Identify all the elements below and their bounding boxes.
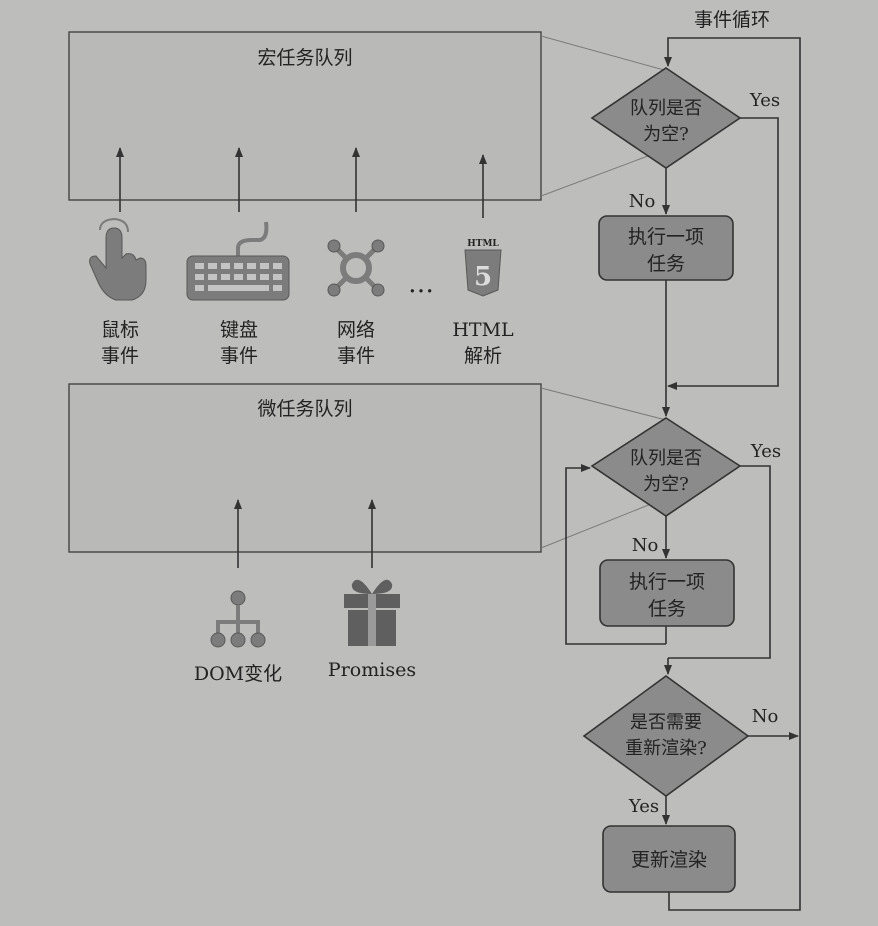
- macro-task-queue: 宏任务队列: [68, 31, 542, 218]
- svg-text:重新渲染?: 重新渲染?: [625, 738, 707, 759]
- decision-micro-queue-empty: 队列是否 为空?: [590, 417, 742, 517]
- process-update-render: 更新渲染: [602, 825, 736, 893]
- label-yes-1: Yes: [749, 90, 780, 111]
- process-run-macro-task: 执行一项 任务: [598, 215, 734, 281]
- svg-text:是否需要: 是否需要: [630, 712, 702, 733]
- html5-icon: HTML 5: [464, 239, 502, 297]
- network-icon: [327, 239, 385, 297]
- micro-queue-label: 微任务队列: [257, 398, 352, 420]
- decision-macro-queue-empty: 队列是否 为空?: [590, 67, 742, 169]
- diagram-title: 事件循环: [694, 9, 770, 31]
- svg-text:为空?: 为空?: [643, 124, 689, 145]
- source-label-html-2: 解析: [464, 345, 502, 367]
- ellipsis: …: [408, 269, 434, 299]
- micro-zoom-line-bottom: [540, 497, 667, 549]
- micro-zoom-line-top: [540, 387, 667, 421]
- label-yes-3: Yes: [628, 796, 659, 817]
- flow-connectors: [565, 37, 801, 911]
- process-run-micro-task: 执行一项 任务: [599, 559, 735, 627]
- macro-queue-label: 宏任务队列: [257, 47, 352, 69]
- macro-zoom-line-top: [540, 35, 665, 71]
- label-yes-2: Yes: [750, 441, 781, 462]
- svg-text:5: 5: [474, 262, 492, 292]
- svg-text:执行一项: 执行一项: [629, 571, 705, 593]
- macro-zoom-line-bottom: [540, 149, 665, 197]
- svg-text:为空?: 为空?: [643, 474, 689, 495]
- keyboard-icon: [186, 221, 290, 301]
- micro-task-queue: 微任务队列: [68, 383, 542, 568]
- svg-text:队列是否: 队列是否: [630, 448, 702, 469]
- svg-text:执行一项: 执行一项: [628, 226, 704, 248]
- svg-text:队列是否: 队列是否: [630, 98, 702, 119]
- source-label-keyboard-2: 事件: [220, 345, 258, 367]
- decision-needs-rerender: 是否需要 重新渲染?: [582, 675, 750, 797]
- dom-tree-icon: [210, 590, 266, 648]
- source-label-mouse-2: 事件: [101, 345, 139, 367]
- svg-text:更新渲染: 更新渲染: [631, 849, 707, 871]
- source-label-mouse-1: 鼠标: [101, 319, 139, 341]
- source-label-promises: Promises: [328, 659, 416, 681]
- label-no-1: No: [629, 191, 656, 212]
- mouse-pointer-hand-icon: [89, 217, 147, 301]
- source-label-html-1: HTML: [452, 319, 514, 341]
- source-label-dom: DOM变化: [194, 663, 282, 685]
- label-no-3: No: [752, 706, 779, 727]
- svg-text:任务: 任务: [647, 253, 685, 275]
- svg-text:任务: 任务: [648, 598, 686, 620]
- gift-box-icon: [344, 579, 400, 646]
- label-no-2: No: [632, 535, 659, 556]
- source-label-network-2: 事件: [337, 345, 375, 367]
- source-label-network-1: 网络: [337, 319, 375, 341]
- source-label-keyboard-1: 键盘: [220, 319, 258, 341]
- svg-text:HTML: HTML: [467, 239, 499, 249]
